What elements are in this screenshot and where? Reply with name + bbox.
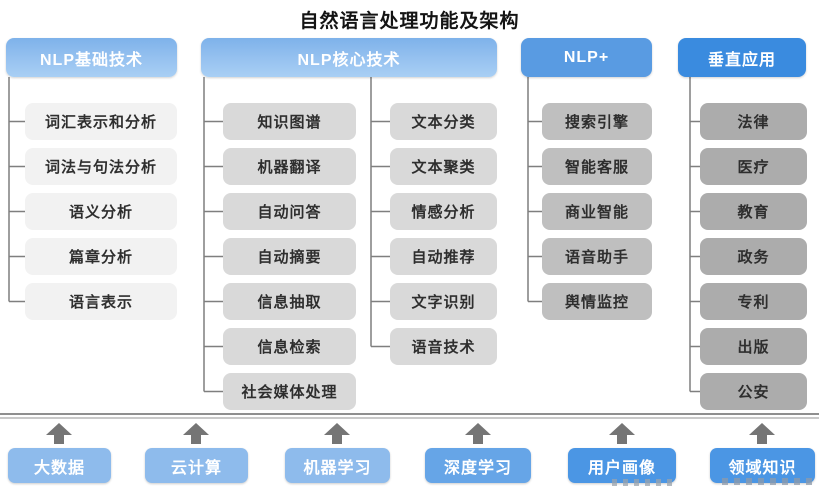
node-box: 社会媒体处理 [223,373,356,410]
foundation-box: 云计算 [145,448,248,483]
header-nlp-core-tech: NLP核心技术 [201,38,497,77]
header-vertical-apps: 垂直应用 [678,38,806,77]
node-box: 智能客服 [542,148,652,185]
diagram-title: 自然语言处理功能及架构 [299,11,520,32]
node-box: 自动问答 [223,193,356,230]
node-box: 舆情监控 [542,283,652,320]
header-nlp-basic-tech: NLP基础技术 [6,38,177,77]
column-nlp-core-right-items: 文本分类 文本聚类 情感分析 自动推荐 文字识别 语音技术 [390,103,497,365]
node-box: 信息检索 [223,328,356,365]
separator-line-dark [0,413,819,415]
header-nlp-plus: NLP+ [521,38,652,77]
foundation-box: 深度学习 [425,448,531,483]
node-box: 自动摘要 [223,238,356,275]
node-box: 机器翻译 [223,148,356,185]
foundation-box: 领域知识 [710,448,815,483]
node-box: 政务 [700,238,807,275]
column-nlp-basic-items: 词汇表示和分析 词法与句法分析 语义分析 篇章分析 语言表示 [25,103,177,320]
up-arrow-icon [749,423,775,444]
node-box: 语言表示 [25,283,177,320]
column-nlp-plus-items: 搜索引擎 智能客服 商业智能 语音助手 舆情监控 [542,103,652,320]
node-box: 词汇表示和分析 [25,103,177,140]
foundation-box: 用户画像 [568,448,676,483]
column-vertical-apps-items: 法律 医疗 教育 政务 专利 出版 公安 [700,103,807,410]
up-arrow-icon [46,423,72,444]
watermark-fragment [722,478,817,485]
node-box: 知识图谱 [223,103,356,140]
node-box: 商业智能 [542,193,652,230]
node-box: 语义分析 [25,193,177,230]
node-box: 搜索引擎 [542,103,652,140]
node-box: 出版 [700,328,807,365]
up-arrow-icon [324,423,350,444]
node-box: 语音技术 [390,328,497,365]
up-arrow-icon [609,423,635,444]
node-box: 文字识别 [390,283,497,320]
node-box: 公安 [700,373,807,410]
up-arrow-icon [465,423,491,444]
node-box: 医疗 [700,148,807,185]
column-nlp-core-left-items: 知识图谱 机器翻译 自动问答 自动摘要 信息抽取 信息检索 社会媒体处理 [223,103,356,410]
node-box: 文本聚类 [390,148,497,185]
node-box: 篇章分析 [25,238,177,275]
node-box: 专利 [700,283,807,320]
node-box: 教育 [700,193,807,230]
node-box: 文本分类 [390,103,497,140]
node-box: 信息抽取 [223,283,356,320]
node-box: 自动推荐 [390,238,497,275]
watermark-fragment [612,479,672,486]
up-arrow-icon [183,423,209,444]
foundation-box: 大数据 [8,448,111,483]
separator-line-light [0,417,819,419]
node-box: 情感分析 [390,193,497,230]
node-box: 语音助手 [542,238,652,275]
node-box: 法律 [700,103,807,140]
node-box: 词法与句法分析 [25,148,177,185]
foundation-box: 机器学习 [285,448,390,483]
